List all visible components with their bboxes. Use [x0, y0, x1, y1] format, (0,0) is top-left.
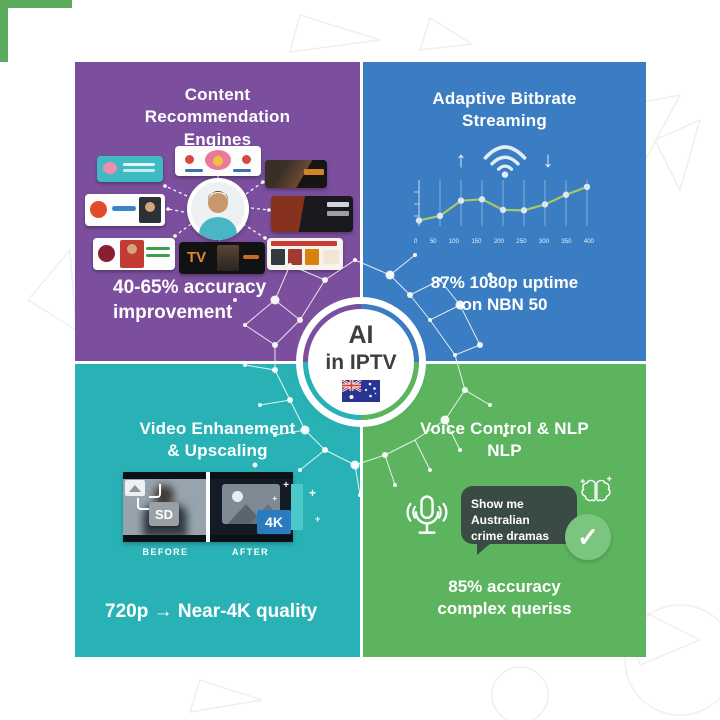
bitrate-stat: 87% 1080p uptime on NBN 50 — [430, 273, 579, 315]
center-badge: AI in IPTV — [303, 304, 419, 420]
recommendation-thumbnail-ideas — [175, 146, 261, 176]
tv-label: TV — [187, 249, 207, 266]
sd-badge: SD — [149, 502, 179, 526]
x-tick-label: 200 — [493, 239, 504, 245]
4k-badge: 4K — [257, 510, 291, 534]
quadrant-video-enhancement: Video Enhanement & Upscaling SD — [75, 364, 360, 657]
person-icon — [187, 178, 249, 240]
quadrant-voice-control: Voice Control & NLP NLP Show me Austral — [363, 364, 646, 657]
thumb-art — [103, 162, 117, 174]
thumb-art — [242, 155, 251, 164]
recommendation-thumbnail-brain-card — [97, 156, 163, 182]
thumb-art — [120, 240, 144, 268]
sparkle-icon: + — [272, 494, 277, 503]
thumb-art — [90, 201, 107, 218]
down-arrow-icon: ↓ — [542, 147, 554, 172]
australian-flag-icon — [342, 379, 380, 402]
quadrant-adaptive-bitrate: Adaptive Bitbrate Streaming ↑ ↓ 0 50 100 15… — [363, 62, 646, 361]
recommendation-thumbnail-tv: TV — [179, 242, 265, 274]
sparkle-icon: + — [283, 480, 289, 491]
thumb-art — [271, 196, 353, 232]
quadrant-content-recommendation: Content Recommendation Engines — [75, 62, 360, 361]
x-tick-label: 0 — [414, 239, 418, 245]
thumb-art — [233, 169, 251, 172]
before-frame: SD — [123, 472, 206, 542]
recommendation-thumbnail-poster-1 — [265, 160, 327, 188]
thumb-art — [271, 241, 337, 246]
thumb-art — [139, 197, 161, 223]
accent-chip — [291, 484, 303, 530]
up-arrow-icon: ↑ — [455, 147, 467, 172]
connector-lines — [145, 166, 291, 260]
microphone-icon — [406, 495, 448, 534]
letterbox-bar — [210, 472, 293, 479]
center-title-ai: AI — [348, 321, 374, 350]
thumb-art — [327, 202, 349, 207]
thumb-art — [265, 160, 327, 188]
thumb-art — [323, 250, 339, 264]
x-tick-label: 150 — [471, 239, 482, 245]
chart-x-axis-labels: 0 50 100 150 200 250 300 350 400 — [414, 239, 594, 245]
user-avatar — [187, 178, 249, 240]
thumb-art — [127, 244, 137, 254]
thumb-art — [243, 255, 259, 259]
voice-scene: Show me Australian crime dramas ✓ — [363, 476, 646, 566]
center-title-iptv: in IPTV — [325, 350, 397, 374]
x-tick-label: 300 — [538, 239, 549, 245]
arrow-icon — [149, 484, 161, 498]
thumb-art — [205, 150, 231, 170]
thumb-art — [123, 163, 155, 166]
wifi-icon — [483, 145, 526, 178]
bitrate-title: Adaptive Bitbrate Streaming — [432, 89, 577, 131]
thumb-art — [271, 249, 285, 265]
letterbox-bar — [123, 472, 206, 479]
thumb-art — [112, 206, 136, 211]
thumb-art — [145, 202, 155, 212]
thumb-art — [98, 245, 115, 262]
split-divider — [206, 472, 210, 542]
before-label: BEFORE — [142, 547, 189, 557]
checkmark-glyph: ✓ — [577, 522, 599, 552]
bitrate-chart: 0 50 100 150 200 250 300 350 400 — [414, 176, 594, 245]
before-after-comparison: SD 4K + + — [123, 472, 293, 542]
brain-icon — [580, 476, 612, 502]
bandwidth-indicator: ↑ ↓ — [363, 140, 646, 180]
voice-query-bubble: Show me Australian crime dramas — [461, 486, 577, 555]
line-chart — [414, 180, 591, 226]
enhancement-stat: 720p → Near-4K quality — [105, 601, 318, 622]
voice-title: Voice Control & NLP NLP — [420, 419, 589, 461]
recommendation-thumbnail-show-card — [93, 238, 175, 270]
thumb-art — [304, 169, 324, 175]
voice-stat: 85% accuracy complex queriss — [437, 577, 572, 619]
recommendation-thumbnail-collage — [267, 238, 343, 270]
image-icon — [125, 480, 145, 496]
recommendation-illustration: TV — [83, 146, 353, 276]
x-tick-label: 100 — [448, 239, 459, 245]
x-tick-label: 400 — [583, 239, 594, 245]
arrow-icon — [137, 498, 149, 510]
after-frame: 4K + + — [210, 472, 293, 542]
recommendation-thumbnail-channel — [85, 194, 165, 226]
success-check-icon: ✓ — [565, 514, 611, 560]
thumb-art — [185, 155, 194, 164]
x-tick-label: 50 — [429, 239, 437, 245]
enhancement-title: Video Enhanement & Upscaling — [139, 419, 296, 461]
recommendation-thumbnail-poster-2 — [271, 196, 353, 232]
x-tick-label: 350 — [561, 239, 572, 245]
letterbox-bar — [210, 535, 293, 542]
sparkle-icon: + — [309, 486, 317, 500]
thumb-art — [146, 247, 170, 250]
thumb-art — [217, 245, 239, 271]
thumb-art — [185, 169, 203, 172]
after-label: AFTER — [232, 547, 269, 557]
letterbox-bar — [123, 535, 206, 542]
x-tick-label: 250 — [516, 239, 527, 245]
recommendation-stat: 40-65% accuracy improvement — [113, 277, 267, 323]
before-after-labels: BEFORE AFTER — [123, 547, 293, 557]
center-badge-inner: AI in IPTV — [308, 309, 414, 415]
sparkle-icon: + — [315, 514, 321, 524]
recommendation-title: Content Recommendation Engines — [144, 85, 291, 149]
